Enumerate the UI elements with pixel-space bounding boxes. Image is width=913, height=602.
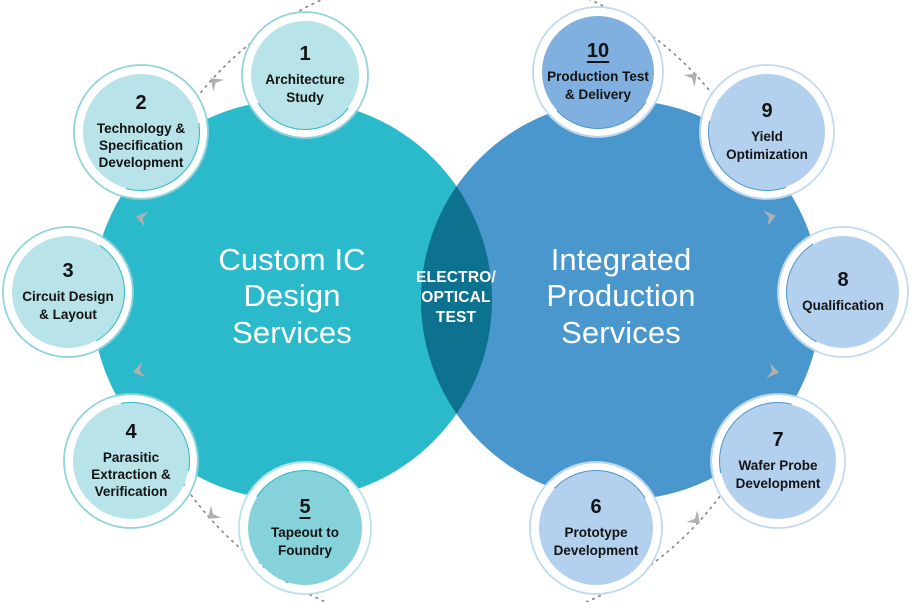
step-gap-ring-5 (240, 463, 370, 593)
step-circle-8[interactable] (787, 236, 899, 348)
step-gap-ring-3 (4, 228, 132, 356)
step-gap-ring-8 (779, 228, 907, 356)
flow-arrow-icon-8-to-9 (763, 210, 776, 227)
step-number-8: 8 (837, 268, 849, 291)
step-number-7: 7 (772, 429, 784, 452)
step-nodes-layer (2, 6, 909, 595)
flow-arrow-icon-9-to-10 (683, 73, 698, 87)
step-label-7: Wafer Probe Development (735, 458, 821, 491)
step-number-2: 2 (135, 91, 147, 114)
step-circle-9[interactable] (709, 74, 825, 190)
step-number-4: 4 (125, 420, 137, 443)
lobe-integrated-production-services (421, 100, 821, 500)
step-circle-1[interactable] (251, 21, 359, 129)
step-outer-ring-9 (699, 64, 835, 200)
flow-arrow-icon-4-to-5 (207, 505, 222, 519)
step-outer-ring-5 (238, 461, 372, 595)
step-number-10: 10 (586, 40, 610, 63)
step-label-10: Production Test & Delivery (547, 69, 649, 102)
step-gap-ring-4 (65, 395, 197, 527)
step-outer-ring-3 (2, 226, 134, 358)
flow-arrow-icon-3-to-4 (133, 361, 146, 378)
overlap-label-electro-optical-test: ELECTRO/ OPTICAL TEST (416, 269, 496, 327)
step-label-9: Yield Optimization (726, 129, 808, 162)
step-label-6: Prototype Development (553, 525, 639, 558)
step-outer-ring-6 (529, 461, 663, 595)
step-number-1: 1 (299, 43, 311, 66)
step-circle-3[interactable] (12, 236, 124, 348)
step-number-3: 3 (62, 260, 74, 283)
step-gap-ring-9 (701, 66, 833, 198)
step-gap-ring-6 (531, 463, 661, 593)
step-outer-ring-4 (63, 393, 199, 529)
flow-arrow-icon-1-to-2 (210, 78, 225, 92)
step-circle-4[interactable] (73, 403, 189, 519)
step-gap-ring-10 (534, 8, 662, 136)
step-label-8: Qualification (802, 297, 884, 313)
step-circle-7[interactable] (720, 403, 836, 519)
step-gap-ring-2 (75, 66, 207, 198)
flow-arrows-layer (133, 73, 779, 524)
step-number-6: 6 (590, 496, 602, 519)
step-outer-ring-1 (241, 11, 369, 139)
step-label-3: Circuit Design & Layout (22, 289, 114, 322)
step-outer-ring-7 (710, 393, 846, 529)
flow-arrow-icon-2-to-3 (135, 211, 149, 227)
flow-arrow-icon-6-to-7 (686, 510, 700, 524)
step-gap-ring-7 (712, 395, 844, 527)
step-outer-ring-10 (532, 6, 664, 138)
step-label-4: Parasitic Extraction & Verification (91, 449, 171, 500)
step-circle-6[interactable] (539, 471, 653, 585)
step-circle-2[interactable] (83, 74, 199, 190)
lobe-custom-ic-design-services (92, 100, 492, 500)
step-outer-ring-2 (73, 64, 209, 200)
step-label-1: Architecture Study (265, 72, 345, 105)
step-label-2: Technology & Specification Development (96, 120, 186, 171)
step-number-5: 5 (299, 496, 311, 519)
step-label-5: Tapeout to Foundry (271, 525, 339, 558)
flow-arrow-icon-7-to-8 (766, 362, 779, 379)
step-circle-10[interactable] (542, 16, 654, 128)
step-outer-ring-8 (777, 226, 909, 358)
step-gap-ring-1 (243, 13, 367, 137)
step-circle-5[interactable] (248, 471, 362, 585)
step-number-9: 9 (761, 100, 773, 123)
